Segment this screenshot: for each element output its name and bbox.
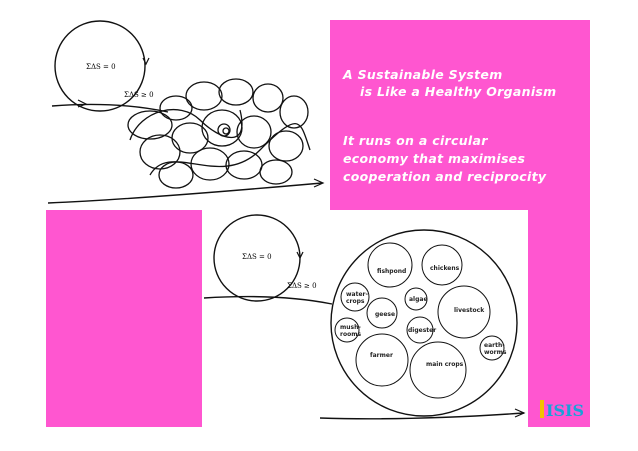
- arrow-icon: [313, 178, 325, 188]
- pink-panel-right: [528, 210, 590, 427]
- label-mushrooms-2: rooms: [340, 331, 361, 338]
- farm-subsystem-circles: [334, 242, 505, 399]
- bottom-eq-open: ΣΔS ≥ 0: [287, 282, 317, 290]
- output-line: [319, 412, 525, 420]
- closed-loop-circle: [54, 20, 146, 112]
- pink-panel-top: [330, 20, 590, 210]
- slide-body-line-3: cooperation and reciprocity: [343, 169, 547, 184]
- label-livestock: livestock: [454, 307, 485, 314]
- farm-system-circle: [330, 229, 518, 417]
- tangled-loops: [127, 78, 311, 189]
- top-eq-closed: ΣΔS = 0: [86, 63, 116, 71]
- label-geese: geese: [375, 311, 395, 318]
- top-entropy-diagram: ΣΔS = 0 ΣΔS ≥ 0: [47, 20, 325, 204]
- label-water-crops-2: crops: [346, 298, 365, 305]
- arrow-icon: [296, 251, 304, 260]
- label-chickens: chickens: [430, 265, 460, 272]
- logo-text: ISIS: [546, 401, 584, 420]
- bottom-eq-closed: ΣΔS = 0: [242, 253, 272, 261]
- slide-title-line-1: A Sustainable System: [343, 67, 503, 82]
- isis-logo: ISIS: [540, 400, 584, 420]
- label-mushrooms-1: mush-: [340, 324, 361, 331]
- label-earthworms-2: worms: [484, 349, 507, 356]
- tangent-line: [51, 103, 169, 113]
- top-eq-open: ΣΔS ≥ 0: [124, 91, 154, 99]
- bottom-farm-diagram: ΣΔS = 0 ΣΔS ≥ 0 fishpond chickens water-…: [203, 214, 526, 420]
- label-main-crops: main crops: [426, 361, 464, 368]
- arrow-icon: [142, 57, 150, 66]
- label-fishpond: fishpond: [377, 268, 406, 275]
- slide-title-line-2: is Like a Healthy Organism: [360, 84, 557, 99]
- label-water-crops-1: water-: [346, 291, 368, 298]
- label-earthworms-1: earth-: [484, 342, 505, 349]
- slide-body-line-2: economy that maximises: [343, 151, 526, 166]
- arrow-icon: [77, 99, 88, 108]
- arrow-icon: [514, 408, 526, 418]
- slide-body-line-1: It runs on a circular: [343, 133, 488, 148]
- label-farmer: farmer: [370, 352, 393, 359]
- tangent-line: [203, 295, 333, 305]
- label-digester: digester: [408, 327, 436, 334]
- label-algae: algae: [409, 296, 428, 303]
- pink-panel-left: [46, 210, 202, 427]
- output-line: [47, 182, 323, 204]
